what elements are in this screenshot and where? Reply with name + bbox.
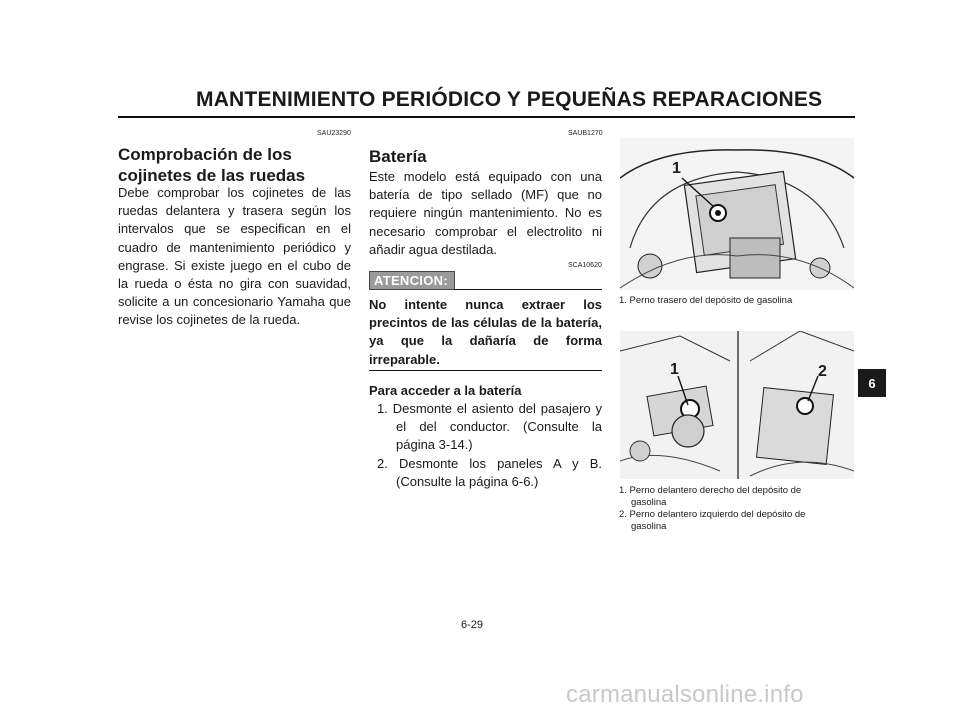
fuel-tank-rear-bolt-photo: 1 — [619, 137, 855, 291]
caution-code: SCA10620 — [568, 262, 602, 269]
section-title-line-2: cojinetes de las ruedas — [118, 166, 306, 185]
section-title: Batería — [369, 147, 427, 166]
page-number: 6-29 — [461, 619, 484, 631]
procedure-title: Para acceder a la batería — [369, 383, 522, 398]
procedure-step: 1. Desmonte el asiento del pasajero y el… — [377, 401, 602, 453]
header-rule — [118, 116, 855, 118]
fuel-tank-front-bolts-photo: 1 2 — [619, 330, 855, 480]
section-paragraph: Este modelo está equipado con una baterí… — [369, 168, 602, 259]
section-code: SAUB1270 — [568, 130, 603, 137]
watermark: carmanualsonline.info — [566, 681, 804, 708]
section-code: SAU23290 — [317, 130, 351, 137]
photo-caption: 1. Perno trasero del depósito de gasolin… — [619, 295, 793, 306]
section-title-line-1: Comprobación de los — [118, 145, 292, 164]
caption-item: 2. Perno delantero izquierdo del depósit… — [619, 509, 806, 520]
caption-item: 1. Perno delantero derecho del depósito … — [619, 485, 802, 496]
photo-callout-2: 2 — [818, 363, 827, 380]
caption-item-continued: gasolina — [631, 521, 667, 532]
wheel-bearings-text: Debe comprobar los cojinetes de las rued… — [118, 185, 351, 328]
photo-caption-list: 1. Perno delantero derecho del depósito … — [619, 485, 853, 533]
section-paragraph: Debe comprobar los cojinetes de las rued… — [118, 184, 351, 330]
chapter-tab: 6 — [858, 369, 886, 397]
section-title: Comprobación de los cojinetes de las rue… — [118, 144, 358, 186]
procedure-steps: 1. Desmonte el asiento del pasajero y el… — [369, 400, 602, 491]
caption-item-continued: gasolina — [631, 497, 667, 508]
caution-heading: ATENCION: — [369, 271, 455, 290]
page-header-title: MANTENIMIENTO PERIÓDICO Y PEQUEÑAS REPAR… — [196, 88, 823, 111]
caution-rule — [454, 289, 602, 290]
photo-callout-1: 1 — [670, 361, 679, 378]
photo-callout: 1 — [672, 160, 681, 177]
procedure-step: 2. Desmonte los paneles A y B. (Consulte… — [377, 455, 602, 489]
battery-text: Este modelo está equipado con una baterí… — [369, 169, 602, 257]
caution-badge: ATENCION: — [369, 271, 455, 290]
caution-end-rule — [369, 370, 602, 371]
caution-text: No intente nunca extraer los precintos d… — [369, 297, 602, 367]
